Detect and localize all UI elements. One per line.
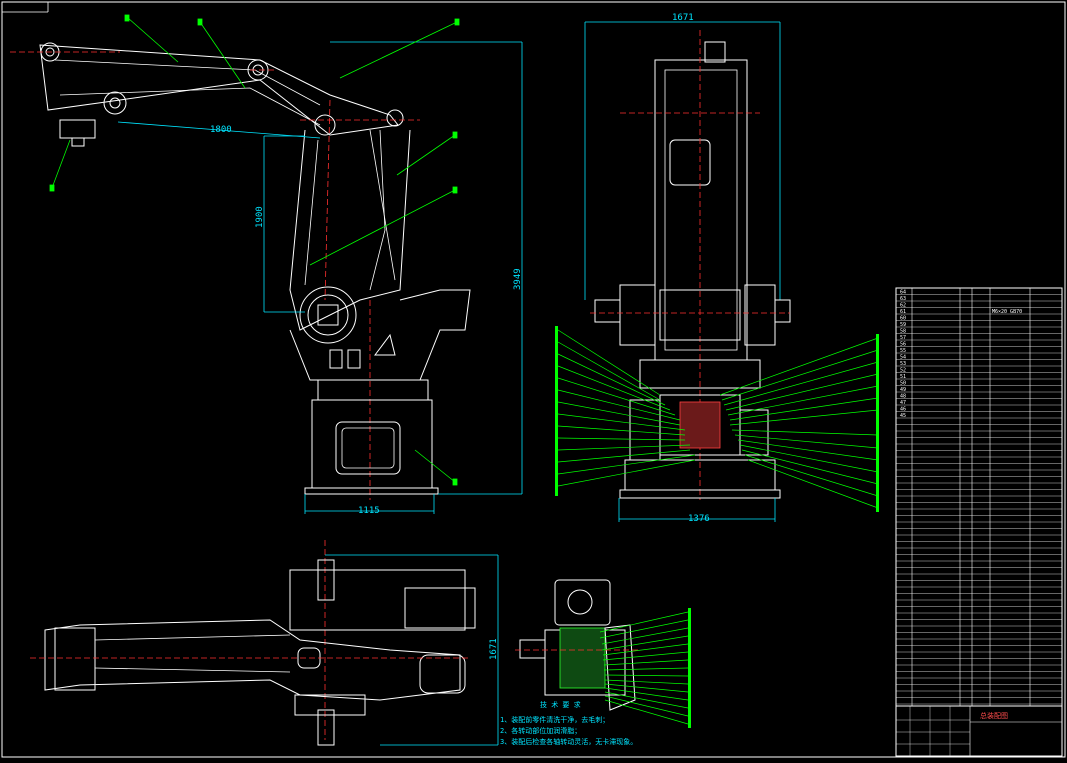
bom-row-no: 51 (900, 374, 906, 380)
bom-row-no: 62 (900, 302, 906, 308)
bom-row-no: 58 (900, 328, 906, 334)
dim-1671-front: 1671 (672, 13, 694, 23)
note-1: 1、装配前零件清洗干净，去毛刺； (500, 715, 609, 724)
dim-1800: 1800 (210, 125, 232, 135)
note-2: 2、各转动部位加润滑脂； (500, 726, 581, 735)
bom-row-no: 56 (900, 341, 906, 347)
bom-row-no: 50 (900, 380, 906, 386)
dim-1671-top: 1671 (489, 638, 499, 660)
bom-row-no: 60 (900, 315, 906, 321)
bom-row-no: 59 (900, 322, 906, 328)
detail-view (515, 579, 691, 728)
bom-row-no: 55 (900, 348, 906, 354)
technical-notes: 技 术 要 求 1、装配前零件清洗干净，去毛刺； 2、各转动部位加润滑脂； 3、… (500, 700, 637, 746)
dim-3949: 3949 (513, 268, 523, 290)
bom-row-no: 57 (900, 335, 906, 341)
side-view: 1800 1900 3949 1115 (10, 14, 523, 516)
front-view: 1671 1376 (555, 13, 879, 524)
bom-row-spec: M6×20 GB70 (992, 309, 1022, 315)
bom-row-no: 53 (900, 361, 906, 367)
top-view: 1671 (30, 540, 499, 746)
dim-1900: 1900 (255, 206, 265, 228)
bom-row-no: 46 (900, 406, 906, 412)
bom-row-no: 64 (900, 289, 906, 295)
bom-row-no: 61 (900, 309, 906, 315)
dim-1115: 1115 (358, 506, 380, 516)
bom-row-no: 45 (900, 413, 906, 419)
bom-row-no: 63 (900, 296, 906, 302)
bom-row-no: 52 (900, 367, 906, 373)
bom-row-no: 49 (900, 387, 906, 393)
notes-title: 技 术 要 求 (540, 700, 581, 709)
note-3: 3、装配后检查各轴转动灵活，无卡滞现象。 (500, 737, 637, 746)
bom-row-no: 54 (900, 354, 906, 360)
bom-row-no: 48 (900, 393, 906, 399)
bom-row-no: 47 (900, 400, 906, 406)
dim-1376: 1376 (688, 514, 710, 524)
title-block: 总装配图 (895, 705, 1063, 757)
title-text: 总装配图 (980, 711, 1008, 720)
